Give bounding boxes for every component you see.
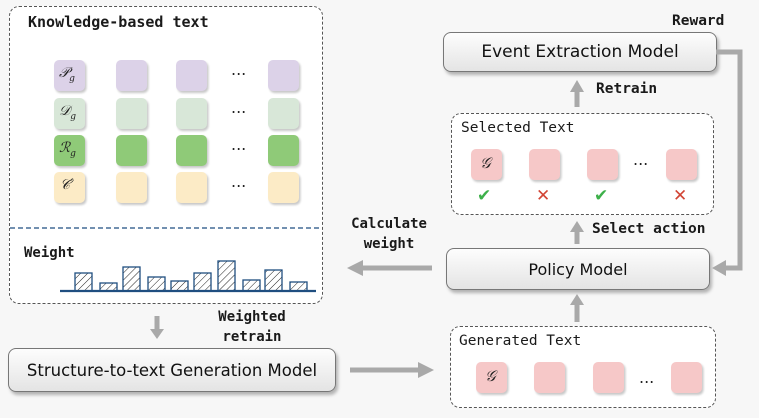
knowledge-square [116, 135, 147, 166]
arrow-up-icon [570, 221, 584, 232]
selected-text-square [529, 149, 560, 180]
knowledge-square [54, 60, 85, 91]
row-symbol: 𝒞′ [60, 177, 74, 193]
knowledge-square [54, 172, 85, 203]
selected-g-symbol: 𝒢 [480, 154, 491, 172]
generated-text-square [534, 362, 565, 393]
knowledge-square [176, 172, 207, 203]
generated-g-symbol: 𝒢 [485, 367, 496, 385]
knowledge-square [176, 135, 207, 166]
weighted-retrain-label: Weighted retrain [218, 309, 286, 345]
cross-icon: ✕ [673, 186, 688, 206]
calculate-weight-label: Calculate weight [351, 216, 427, 253]
check-icon: ✔ [477, 186, 492, 206]
reward-label: Reward [672, 13, 725, 29]
generated-text-title: Generated Text [459, 333, 582, 349]
knowledge-square [116, 60, 147, 91]
ellipsis: ... [231, 60, 247, 79]
select-action-label: Select action [592, 221, 706, 237]
arrow-up-icon [570, 80, 584, 92]
weight-bar [289, 281, 308, 292]
reward-loop [716, 49, 743, 271]
selected-text-square [666, 149, 697, 180]
selected-text-title: Selected Text [461, 120, 575, 136]
selected-text-square [587, 149, 618, 180]
policy-model-label: Policy Model [528, 259, 628, 279]
arrow-down-icon [150, 329, 164, 339]
event-extraction-model-label: Event Extraction Model [481, 42, 679, 62]
weight-bar [264, 269, 283, 292]
generated-text-square [476, 362, 507, 393]
weight-bar [122, 266, 141, 292]
generated-text-square [671, 362, 702, 393]
knowledge-square [176, 98, 207, 129]
knowledge-square [54, 98, 85, 129]
knowledge-square [54, 135, 85, 166]
retrain-label: Retrain [596, 81, 658, 97]
weight-bar [74, 272, 93, 292]
knowledge-square [116, 98, 147, 129]
knowledge-square [176, 60, 207, 91]
generation-model-box: Structure-to-text Generation Model [8, 348, 336, 392]
weight-bar [147, 276, 166, 292]
cross-icon: ✕ [536, 186, 551, 206]
ellipsis: ... [231, 172, 247, 191]
event-extraction-model-box: Event Extraction Model [443, 32, 717, 72]
weight-bar [99, 282, 118, 292]
weight-bars [74, 260, 308, 292]
knowledge-square [268, 172, 299, 203]
knowledge-square [116, 172, 147, 203]
ellipsis: ... [231, 98, 247, 117]
weight-bar [217, 260, 236, 292]
selected-text-square [471, 149, 502, 180]
policy-model-box: Policy Model [446, 248, 710, 290]
ellipsis: ... [633, 150, 649, 169]
weight-bar [170, 280, 189, 292]
arrow-left-icon [712, 260, 726, 276]
arrow-up-icon [570, 294, 584, 305]
knowledge-square [268, 135, 299, 166]
ellipsis: ... [639, 368, 655, 387]
knowledge-square [268, 98, 299, 129]
ellipsis: ... [231, 135, 247, 154]
arrow-left-icon [347, 260, 363, 276]
row-symbol: 𝒫g [59, 65, 75, 84]
knowledge-square [268, 60, 299, 91]
weight-bar [193, 272, 212, 292]
weight-bar [242, 279, 261, 292]
row-symbol: 𝒟g [59, 103, 76, 122]
knowledge-panel-title: Knowledge-based text [28, 13, 209, 31]
weight-label: Weight [24, 245, 75, 261]
row-symbol: ℛg [59, 140, 76, 159]
arrow-right-icon [418, 362, 434, 378]
check-icon: ✔ [594, 186, 609, 206]
generated-text-square [593, 362, 624, 393]
generation-model-label: Structure-to-text Generation Model [26, 360, 318, 380]
